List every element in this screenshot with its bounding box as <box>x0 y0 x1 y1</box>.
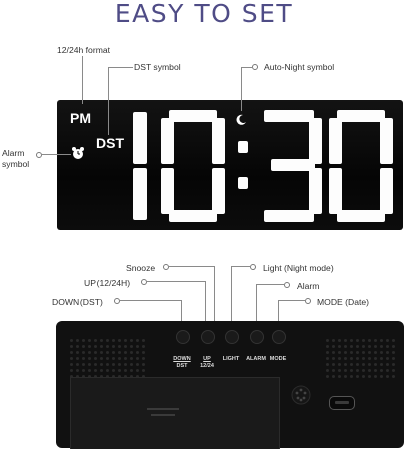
callout-down: DOWN (DST) <box>52 297 103 307</box>
callout-dst: DST symbol <box>134 62 181 72</box>
alarm-button[interactable] <box>250 330 264 344</box>
callout-up: UP (12/24H) <box>84 278 131 288</box>
callout-alarm: Alarm symbol <box>2 148 30 169</box>
moon-icon <box>235 113 247 131</box>
clock-back-panel: DOWN DST UP 12/24 LIGHT ALARM MODE <box>56 321 404 449</box>
battery-cover <box>70 377 280 449</box>
up-button-label: UP <box>203 356 211 362</box>
callout-alarm-button: Alarm <box>297 281 320 291</box>
callout-mode: MODE (Date) <box>317 297 370 307</box>
speaker-icon <box>291 385 311 410</box>
up-button-sublabel: 12/24 <box>200 363 214 369</box>
callout-snooze: Snooze <box>126 263 156 273</box>
callout-night: Auto-Night symbol <box>264 62 335 72</box>
up-button[interactable] <box>201 330 215 344</box>
down-button-label: DOWN <box>173 356 191 362</box>
time-readout: 10:30 <box>57 100 58 101</box>
usb-c-port-icon <box>329 396 355 410</box>
light-button[interactable] <box>225 330 239 344</box>
page-title: EASY TO SET <box>114 0 294 28</box>
mode-button-label: MODE <box>269 356 287 362</box>
dst-indicator: DST <box>96 135 124 151</box>
vent-grille-right <box>324 337 395 378</box>
vent-grille-left <box>68 337 146 378</box>
callout-format: 12/24h format <box>57 45 111 55</box>
alarm-button-label: ALARM <box>246 356 266 362</box>
down-button-sublabel: DST <box>176 363 188 369</box>
alarm-clock-icon <box>71 146 85 165</box>
pm-indicator: PM <box>70 110 91 126</box>
clock-display: PM DST 10:30 <box>57 100 403 230</box>
callout-light: Light (Night mode) <box>263 263 334 273</box>
light-button-label: LIGHT <box>222 356 240 362</box>
mode-button[interactable] <box>272 330 286 344</box>
down-button[interactable] <box>176 330 190 344</box>
